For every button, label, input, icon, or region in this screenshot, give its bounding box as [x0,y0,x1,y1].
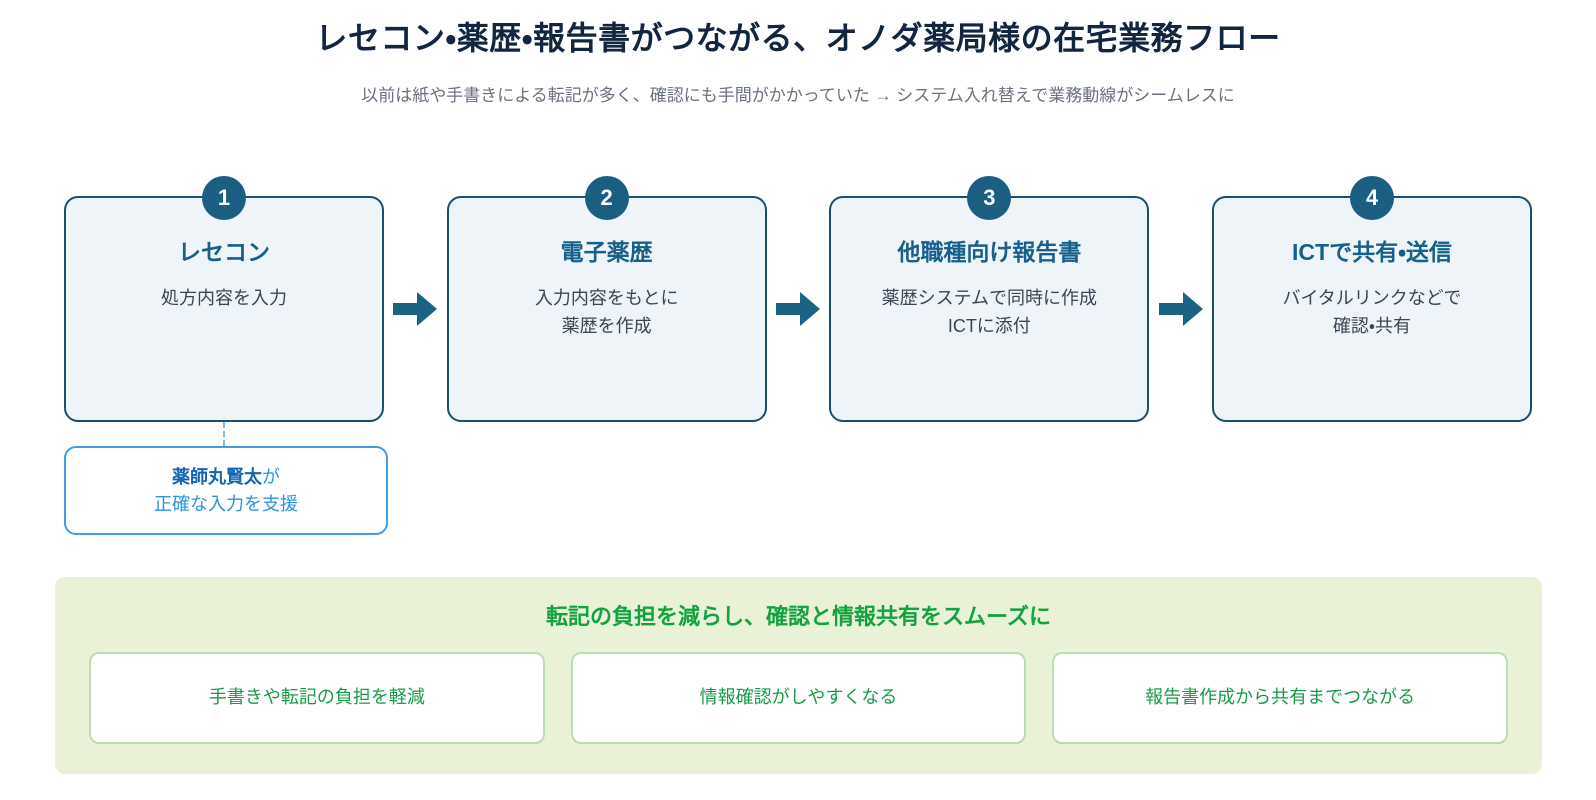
right-arrow-icon [774,196,822,422]
step-body-1: 処方内容を入力 [80,285,368,313]
step-number-badge-2: 2 [584,176,629,220]
note-connector-dashed-line [223,422,225,446]
flow-step-card-4[interactable]: 4 ICTで共有・送信 バイタルリンクなどで 確認・共有 [1211,176,1532,422]
step-title-2: 電子薬歴 [560,239,653,265]
flow-step-card-3[interactable]: 3 他職種向け報告書 薬歴システムで同時に作成 ICTに添付 [829,176,1150,422]
page-subtitle: 以前は紙や手書きによる転記が多く、確認にも手間がかかっていた → システム入れ替… [361,85,1235,105]
flow-step-card-2[interactable]: 2 電子薬歴 入力内容をもとに 薬歴を作成 [446,176,767,422]
step-number-badge-4: 4 [1349,176,1394,220]
flow-step-1-wrapper: 1 レセコン 処方内容を入力 薬師丸賢太が 正確な入力を支援 [64,176,388,535]
step-number-badge-3: 3 [967,176,1012,220]
support-note-line-1: 薬師丸賢太が [172,464,280,490]
step-body-2-line1: 入力内容をもとに [534,287,679,308]
step-body-2-line2: 薬歴を作成 [561,315,652,336]
step-body-3: 薬歴システムで同時に作成 ICTに添付 [845,285,1133,341]
right-arrow-icon [391,196,439,422]
outcome-title: 転記の負担を減らし、確認と情報共有をスムーズに [546,604,1051,629]
flow-step-2-wrapper: 2 電子薬歴 入力内容をもとに 薬歴を作成 [446,176,767,422]
step-title-3: 他職種向け報告書 [897,239,1082,265]
flow-step-4-wrapper: 4 ICTで共有・送信 バイタルリンクなどで 確認・共有 [1211,176,1532,422]
outcome-chip-3: 報告書作成から共有までつながる [1052,651,1509,744]
outcome-section: 転記の負担を減らし、確認と情報共有をスムーズに 手書きや転記の負担を軽減 情報確… [55,577,1542,774]
step-body-2: 入力内容をもとに 薬歴を作成 [463,285,751,341]
right-arrow-icon [1157,196,1205,422]
flow-step-card-1[interactable]: 1 レセコン 処方内容を入力 [64,176,384,422]
support-note-box: 薬師丸賢太が 正確な入力を支援 [64,446,388,535]
header: レセコン・薬歴・報告書がつながる、オノダ薬局様の在宅業務フロー 以前は紙や手書き… [0,0,1596,107]
page-title: レセコン・薬歴・報告書がつながる、オノダ薬局様の在宅業務フロー [315,20,1281,56]
support-note-name: 薬師丸賢太 [172,467,262,488]
flow-step-3-wrapper: 3 他職種向け報告書 薬歴システムで同時に作成 ICTに添付 [829,176,1150,422]
step-title-1: レセコン [178,239,270,265]
outcome-chip-2: 情報確認がしやすくなる [570,651,1027,744]
support-note-line-2: 正確な入力を支援 [154,493,298,514]
step-body-4-line1: バイタルリンクなどで [1282,287,1462,308]
step-body-3-line1: 薬歴システムで同時に作成 [881,287,1098,308]
step-body-4-line2: 確認・共有 [1332,315,1412,336]
outcome-chip-1: 手書きや転記の負担を軽減 [89,651,545,744]
step-body-3-line2: ICTに添付 [947,315,1031,336]
flow-steps-row: 1 レセコン 処方内容を入力 薬師丸賢太が 正確な入力を支援 2 電子薬歴 [64,176,1532,535]
step-body-1-line1: 処方内容を入力 [161,287,287,308]
step-title-4: ICTで共有・送信 [1292,239,1452,265]
step-body-4: バイタルリンクなどで 確認・共有 [1228,285,1516,341]
support-note-suffix: が [262,467,280,488]
step-number-badge-1: 1 [202,176,246,220]
outcome-chip-row: 手書きや転記の負担を軽減 情報確認がしやすくなる 報告書作成から共有までつながる [89,651,1509,744]
